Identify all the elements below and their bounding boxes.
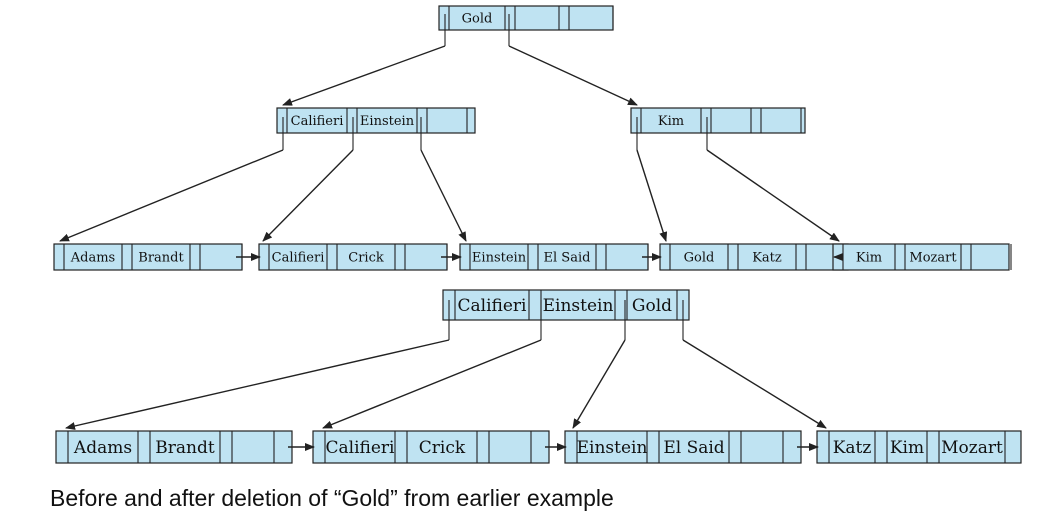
after-leaf-katz-kim-mozart: Katz Kim Mozart [816, 430, 1022, 464]
pointer-arrow [706, 149, 840, 242]
key-label: Katz [833, 438, 872, 458]
after-leaf-califieri-crick: Califieri Crick [312, 430, 550, 464]
key-label: Crick [419, 438, 466, 458]
pointer-arrow [420, 149, 467, 242]
key-label: Kim [658, 114, 684, 129]
key-label: Califieri [272, 251, 325, 266]
after-root-node: Califieri Einstein Gold [442, 289, 690, 321]
pointer-arrow [65, 339, 450, 430]
key-label: Einstein [360, 114, 415, 129]
after-leaf-adams-brandt: Adams Brandt [55, 430, 293, 464]
before-leaf-einstein-elsaid: Einstein El Said [459, 243, 649, 271]
pointer-arrow [682, 339, 827, 429]
key-label: Califieri [291, 114, 344, 129]
key-label: El Said [663, 438, 724, 458]
key-label: Mozart [909, 251, 957, 266]
pointer-arrow [572, 339, 626, 429]
pointer-arrow [322, 339, 542, 429]
key-label: Gold [632, 296, 672, 316]
pointer-arrow [508, 45, 638, 106]
key-label: Kim [890, 438, 924, 458]
before-leaf-gold-katz: Gold Katz [659, 243, 849, 271]
key-label: Crick [348, 251, 384, 266]
key-label: Einstein [577, 438, 648, 458]
before-leaf-adams-brandt: Adams Brandt [53, 243, 243, 271]
key-label: Einstein [472, 251, 527, 266]
key-label: Adams [70, 251, 115, 266]
pointer-arrow [59, 149, 284, 242]
after-leaf-einstein-elsaid: Einstein El Said [564, 430, 802, 464]
before-leaf-kim-mozart: Kim Mozart [832, 243, 1012, 271]
key-label: Einstein [543, 296, 614, 316]
key-label: Califieri [458, 296, 528, 316]
key-label: El Said [544, 251, 591, 266]
caption: Before and after deletion of “Gold” from… [50, 485, 614, 511]
key-label: Adams [73, 438, 132, 458]
key-label: Califieri [326, 438, 396, 458]
key-label: Mozart [941, 438, 1003, 458]
before-root-node: Gold [438, 5, 614, 31]
key-label: Kim [856, 251, 882, 266]
pointer-arrow [262, 149, 354, 242]
key-label: Brandt [138, 251, 184, 266]
pointer-arrow [282, 45, 446, 106]
key-label: Katz [752, 251, 782, 266]
before-internal-node: Califieri Einstein [276, 107, 476, 134]
before-leaf-califieri-crick: Califieri Crick [258, 243, 448, 271]
key-label: Gold [684, 251, 715, 266]
key-label: Gold [462, 12, 493, 27]
before-internal-node: Kim [630, 107, 806, 134]
pointer-arrow [636, 149, 668, 242]
key-label: Brandt [155, 438, 215, 458]
